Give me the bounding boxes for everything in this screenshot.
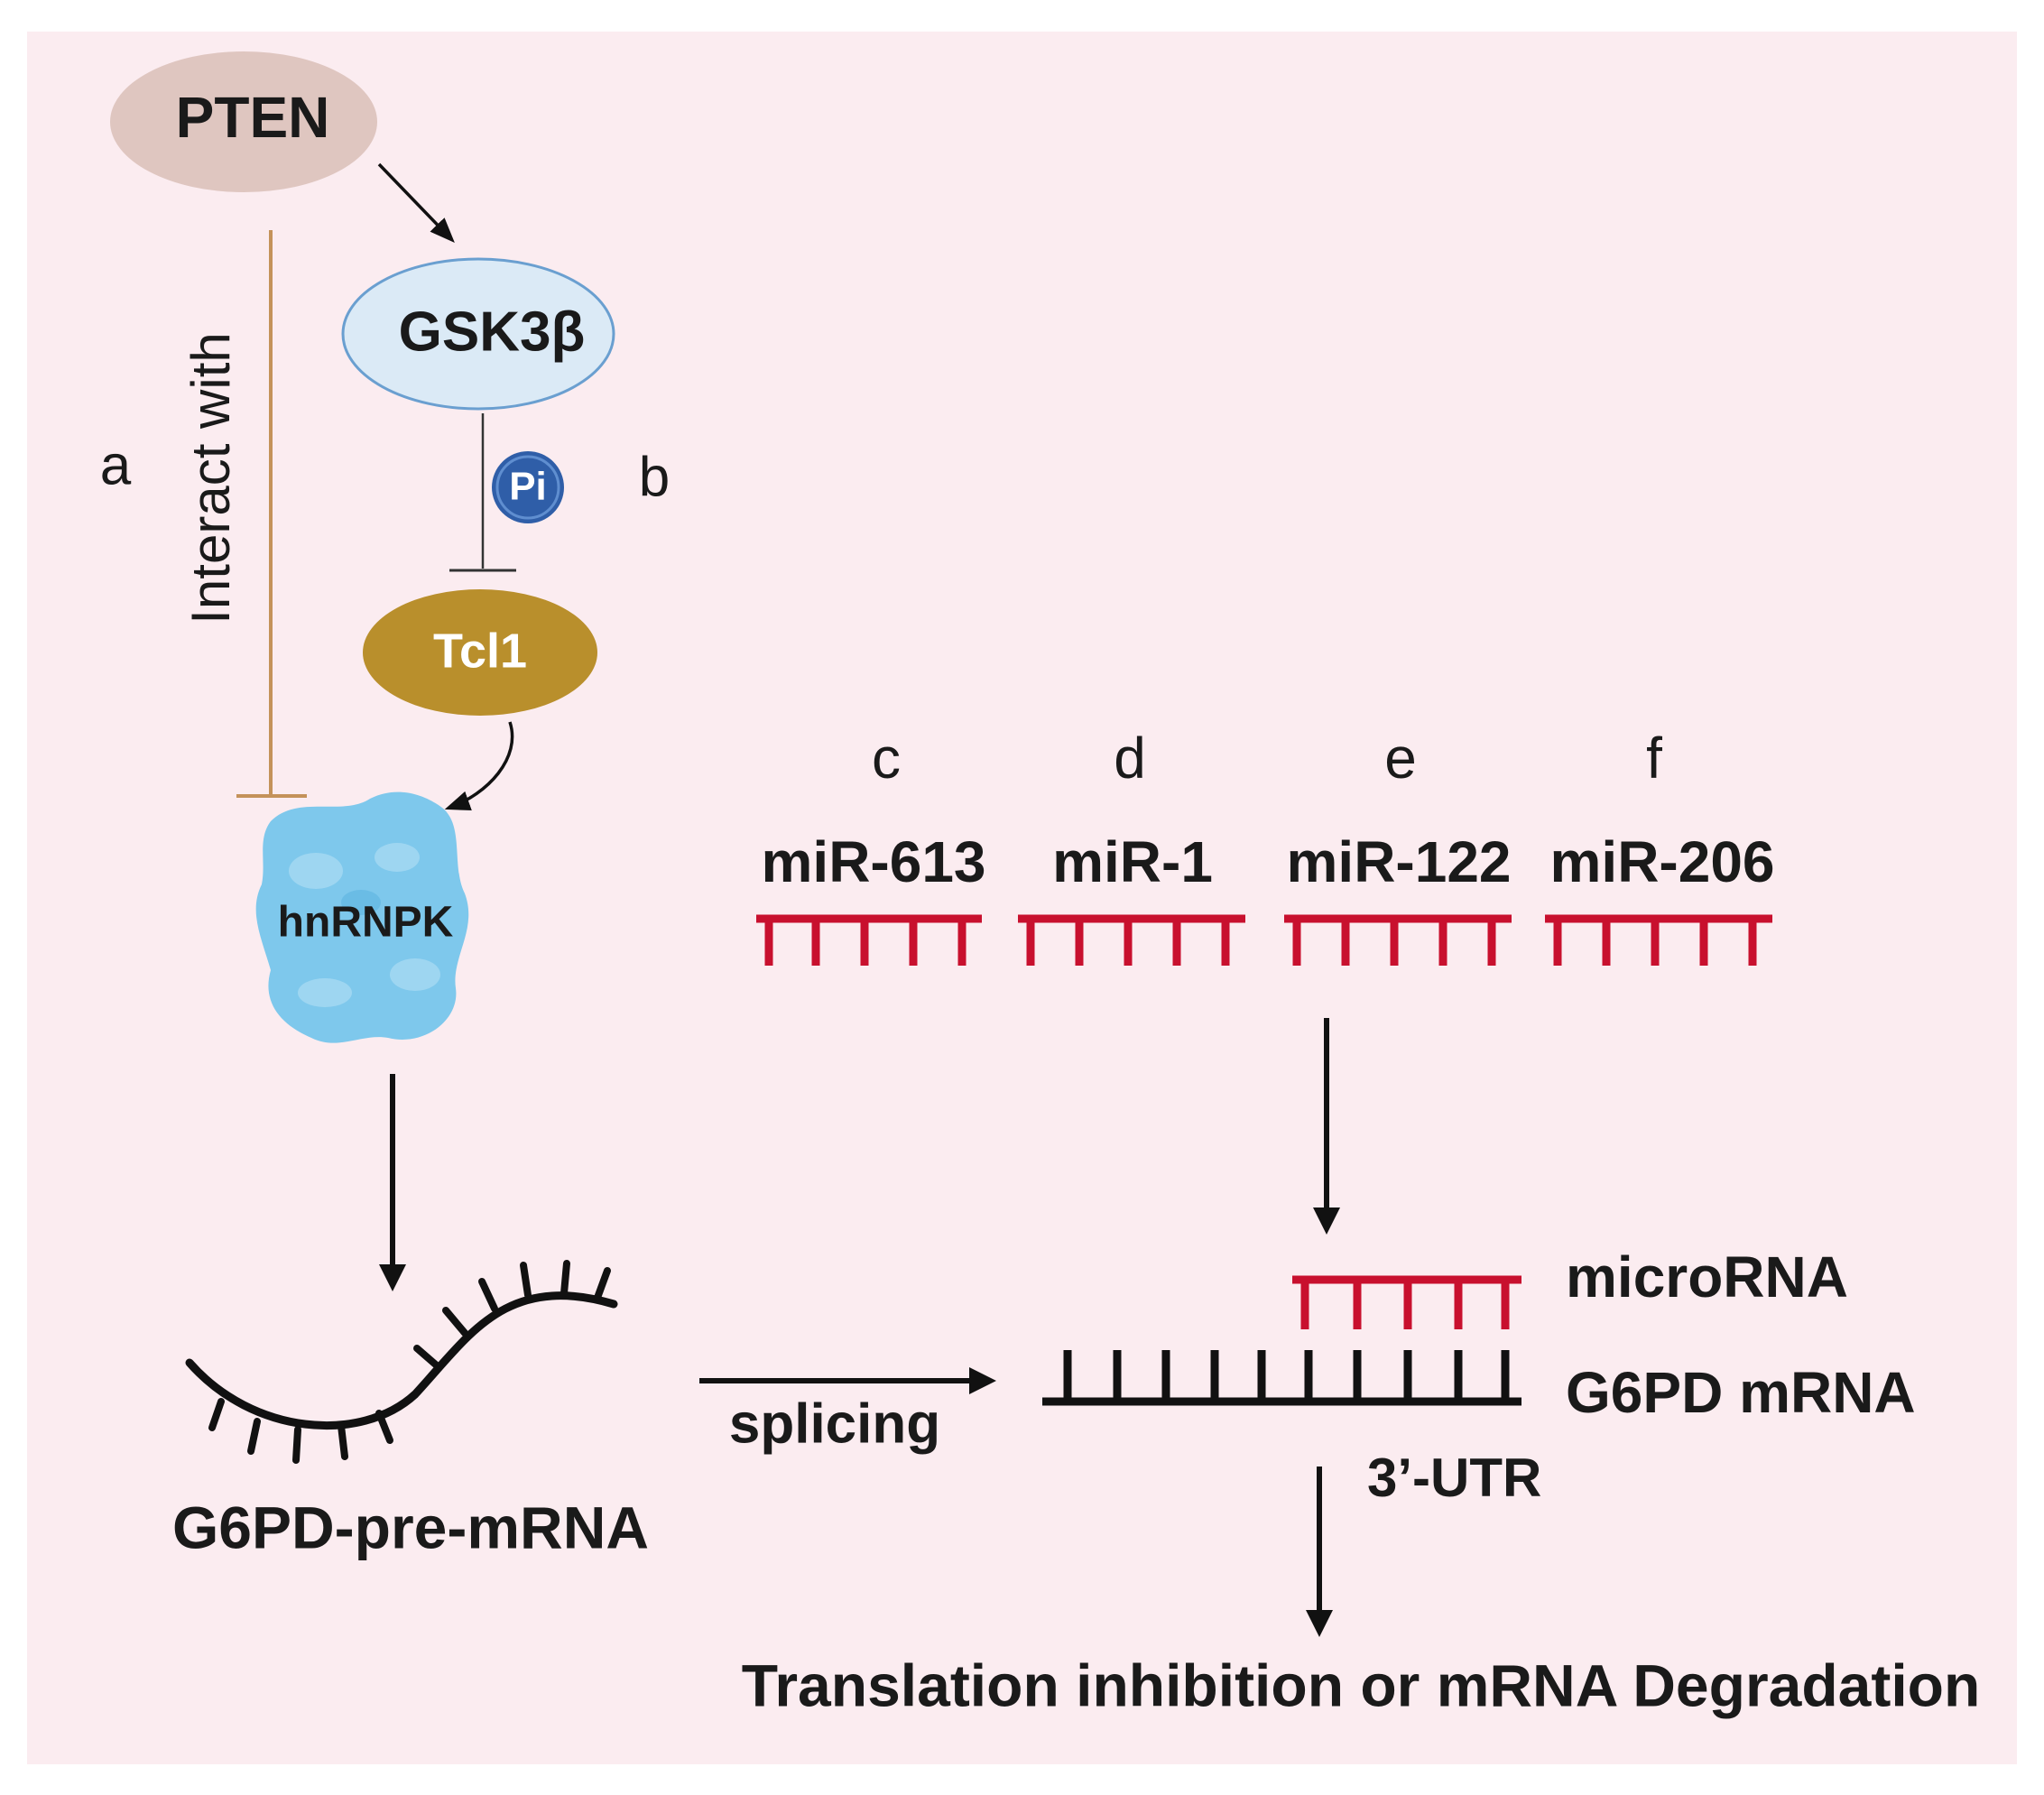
bound-microrna bbox=[1292, 1275, 1521, 1329]
hnrnpk-texture-3 bbox=[390, 958, 440, 991]
phosphate-circle bbox=[492, 451, 564, 523]
outcome-label: Translation inhibition or mRNA Degradati… bbox=[742, 1652, 1981, 1718]
panel-letter-f: f bbox=[1646, 726, 1662, 791]
hnrnpk-texture-5 bbox=[341, 890, 381, 915]
pten-ellipse bbox=[110, 51, 377, 192]
hnrnpk-label: hnRNPK bbox=[278, 899, 454, 947]
mirna-comb-1 bbox=[1018, 914, 1245, 966]
tcl1-ellipse bbox=[363, 589, 597, 716]
gsk3b-node: GSK3β bbox=[341, 257, 615, 411]
utr-label: 3’-UTR bbox=[1367, 1448, 1541, 1508]
g6pd-mrna-label: G6PD mRNA bbox=[1566, 1360, 1916, 1425]
pre-mrna-tick bbox=[208, 1398, 225, 1431]
pten-node: PTEN bbox=[110, 51, 377, 192]
gsk3b-ellipse bbox=[341, 257, 615, 411]
hnrnpk-texture-1 bbox=[289, 853, 343, 889]
panel-letter-e: e bbox=[1384, 726, 1417, 791]
pten-label: PTEN bbox=[176, 85, 330, 150]
tcl1-node: Tcl1 bbox=[363, 589, 597, 716]
mirna-comb-206 bbox=[1545, 914, 1772, 966]
panel-letter-a: a bbox=[100, 434, 132, 496]
pre-mrna-tick bbox=[292, 1426, 301, 1464]
tcl1-label: Tcl1 bbox=[433, 624, 527, 678]
splicing-label: splicing bbox=[729, 1393, 940, 1455]
hnrnpk-protein: hnRNPK bbox=[255, 791, 469, 1043]
mirna-comb-613 bbox=[756, 914, 982, 966]
pre-mrna-tick bbox=[560, 1260, 570, 1297]
mirna-label-1: miR-1 bbox=[1052, 829, 1213, 894]
pre-mrna-tick bbox=[413, 1345, 441, 1370]
mirna-comb-122 bbox=[1284, 914, 1512, 966]
g6pd-pre-mrna-strand bbox=[185, 1260, 618, 1464]
mirna-label-206: miR-206 bbox=[1550, 829, 1775, 894]
pre-mrna-tick bbox=[478, 1278, 498, 1312]
pre-mrna-backbone bbox=[185, 1291, 618, 1430]
mirna-label-122: miR-122 bbox=[1287, 829, 1512, 894]
pre-mrna-ticks bbox=[208, 1260, 611, 1464]
pre-mrna-tick bbox=[375, 1410, 393, 1444]
panel-letter-c: c bbox=[872, 726, 901, 791]
g6pd-mrna-strand bbox=[1042, 1350, 1521, 1406]
panel-letter-d: d bbox=[1114, 726, 1146, 791]
gsk3b-label: GSK3β bbox=[399, 301, 586, 363]
microrna-label: microRNA bbox=[1566, 1244, 1848, 1309]
pre-mrna-tick bbox=[520, 1262, 532, 1299]
pre-mrna-tick bbox=[338, 1422, 348, 1460]
phosphate-highlight bbox=[495, 455, 560, 520]
hnrnpk-texture-2 bbox=[375, 843, 420, 872]
tcl1-to-hnrnpk-arrow bbox=[444, 721, 514, 810]
phosphate-label: Pi bbox=[509, 465, 547, 509]
pre-mrna-tick bbox=[247, 1418, 261, 1455]
pre-mrna-tick bbox=[594, 1267, 611, 1301]
mirna-label-613: miR-613 bbox=[762, 829, 986, 894]
pre-mrna-label: G6PD-pre-mRNA bbox=[172, 1494, 649, 1560]
pten-to-gsk3b-arrow bbox=[377, 162, 455, 244]
pre-mrna-tick bbox=[442, 1307, 468, 1337]
interact-with-label: Interact with bbox=[180, 332, 241, 624]
panel-letter-b: b bbox=[639, 446, 670, 508]
phosphate-badge: Pi bbox=[492, 451, 564, 523]
hnrnpk-texture-4 bbox=[298, 978, 352, 1007]
